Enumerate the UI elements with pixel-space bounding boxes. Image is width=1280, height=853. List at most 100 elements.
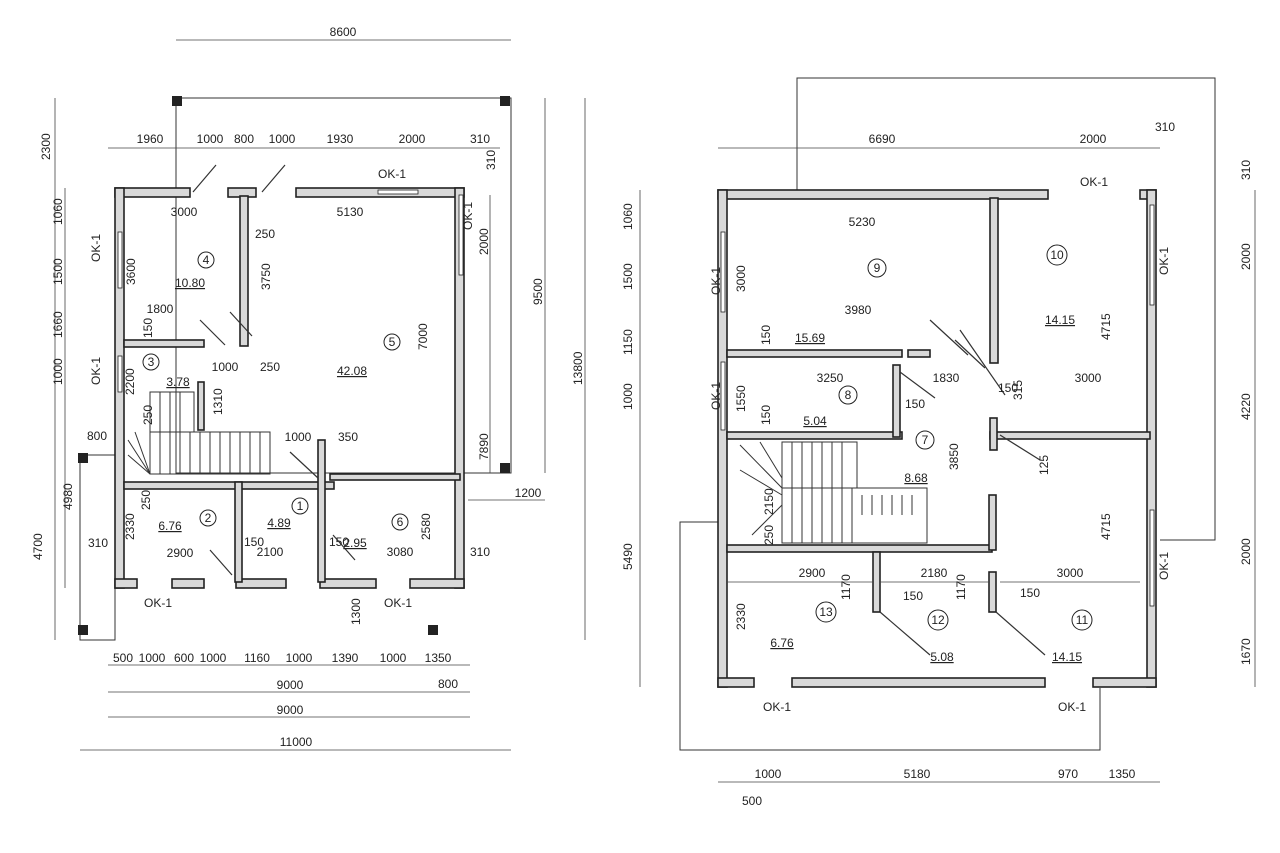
- room-area: 4.89: [267, 516, 291, 530]
- terrace-outline: [175, 97, 512, 474]
- window: [117, 231, 123, 289]
- wall: [892, 364, 901, 438]
- room-area: 14.15: [1052, 650, 1082, 664]
- wall: [726, 431, 903, 440]
- room-area: 42.08: [337, 364, 367, 378]
- window-label: OK-1: [89, 234, 103, 262]
- dim-label: 3250: [817, 371, 844, 385]
- window-label: OK-1: [709, 267, 723, 295]
- dim-label: 600: [174, 651, 194, 665]
- wall: [1092, 677, 1157, 688]
- room-number: 2: [205, 511, 212, 525]
- wall: [114, 187, 191, 198]
- room-marker: [927, 609, 949, 631]
- room-marker: [391, 513, 409, 531]
- dim-label: 150: [903, 589, 923, 603]
- dim-label: 350: [338, 430, 358, 444]
- dim-label: 1060: [51, 198, 65, 225]
- dim-label: 150: [759, 405, 773, 425]
- room-number: 12: [931, 613, 945, 627]
- dim-label: 310: [1155, 120, 1175, 134]
- dim-label: 800: [87, 429, 107, 443]
- dim-label: 1160: [244, 651, 270, 665]
- window: [377, 189, 419, 195]
- dim-label: 1930: [327, 132, 354, 146]
- wall: [319, 578, 377, 589]
- wall: [114, 578, 138, 589]
- room-area: 8.68: [904, 471, 928, 485]
- dim-label: 7890: [477, 433, 491, 460]
- dim-label: 150: [244, 535, 264, 549]
- room-number: 7: [922, 433, 929, 447]
- room-area: 5.04: [803, 414, 827, 428]
- dim-label: 500: [742, 794, 762, 808]
- dim-label: 1000: [197, 132, 224, 146]
- wall: [989, 431, 1151, 440]
- dim-label: 970: [1058, 767, 1078, 781]
- room-number: 5: [389, 335, 396, 349]
- window: [1149, 204, 1155, 306]
- staircase: [739, 441, 928, 544]
- dim-label: 3750: [259, 263, 273, 290]
- dim-label: 5180: [904, 767, 931, 781]
- dim-label: 2150: [762, 488, 776, 515]
- room-area: 14.15: [1045, 313, 1075, 327]
- room-marker: [1071, 609, 1093, 631]
- dim-label: 1000: [755, 767, 782, 781]
- dim-label: 9500: [531, 278, 545, 305]
- dim-label: 2000: [1080, 132, 1107, 146]
- wall: [989, 417, 998, 451]
- dim-label: 2100: [257, 545, 284, 559]
- dim-label: 5490: [621, 543, 635, 570]
- dim-label: 310: [1239, 160, 1253, 180]
- wall: [317, 439, 326, 583]
- wall: [123, 481, 335, 490]
- dim-label: 5130: [337, 205, 364, 219]
- dim-label: 1350: [425, 651, 452, 665]
- wall: [717, 677, 755, 688]
- room-marker: [383, 333, 401, 351]
- dim-label: 1670: [1239, 638, 1253, 665]
- dim-label: 500: [113, 651, 133, 665]
- room-number: 6: [397, 515, 404, 529]
- dim-label: 1800: [147, 302, 174, 316]
- room-area: 5.08: [930, 650, 954, 664]
- dim-label: 1350: [1109, 767, 1136, 781]
- wall: [726, 544, 993, 553]
- column: [500, 96, 510, 106]
- wall: [989, 197, 999, 364]
- dim-label: 11000: [280, 735, 313, 749]
- window: [1149, 509, 1155, 607]
- dim-label: 1000: [51, 358, 65, 385]
- window: [117, 355, 123, 393]
- dim-label: 3000: [734, 265, 748, 292]
- doors: [192, 164, 356, 576]
- dim-label: 7000: [416, 323, 430, 350]
- window: [720, 361, 726, 431]
- dim-label: 1000: [269, 132, 296, 146]
- dim-label: 1550: [734, 385, 748, 412]
- column: [78, 453, 88, 463]
- wall: [726, 349, 903, 358]
- dim-label: 250: [260, 360, 280, 374]
- wall: [329, 473, 461, 481]
- column: [428, 625, 438, 635]
- room-number: 13: [819, 605, 833, 619]
- window: [458, 194, 464, 276]
- dim-label: 2900: [799, 566, 826, 580]
- dim-label: 1000: [200, 651, 227, 665]
- dim-label: 125: [1037, 455, 1051, 475]
- plan-ground-floor: 8600 1960 1000 800 1000 1930 2000 310 31…: [31, 25, 586, 751]
- dim-label: 1300: [349, 598, 363, 625]
- room-marker: [815, 601, 837, 623]
- dim-label: 800: [438, 677, 458, 691]
- room-number: 9: [874, 261, 881, 275]
- dim-label: 1390: [332, 651, 359, 665]
- dim-label: 1830: [933, 371, 960, 385]
- dim-label: 2000: [1239, 243, 1253, 270]
- dim-label: 150: [329, 535, 349, 549]
- wall: [988, 494, 997, 551]
- dim-label: 150: [141, 318, 155, 338]
- wall: [791, 677, 1046, 688]
- dim-label: 3850: [947, 443, 961, 470]
